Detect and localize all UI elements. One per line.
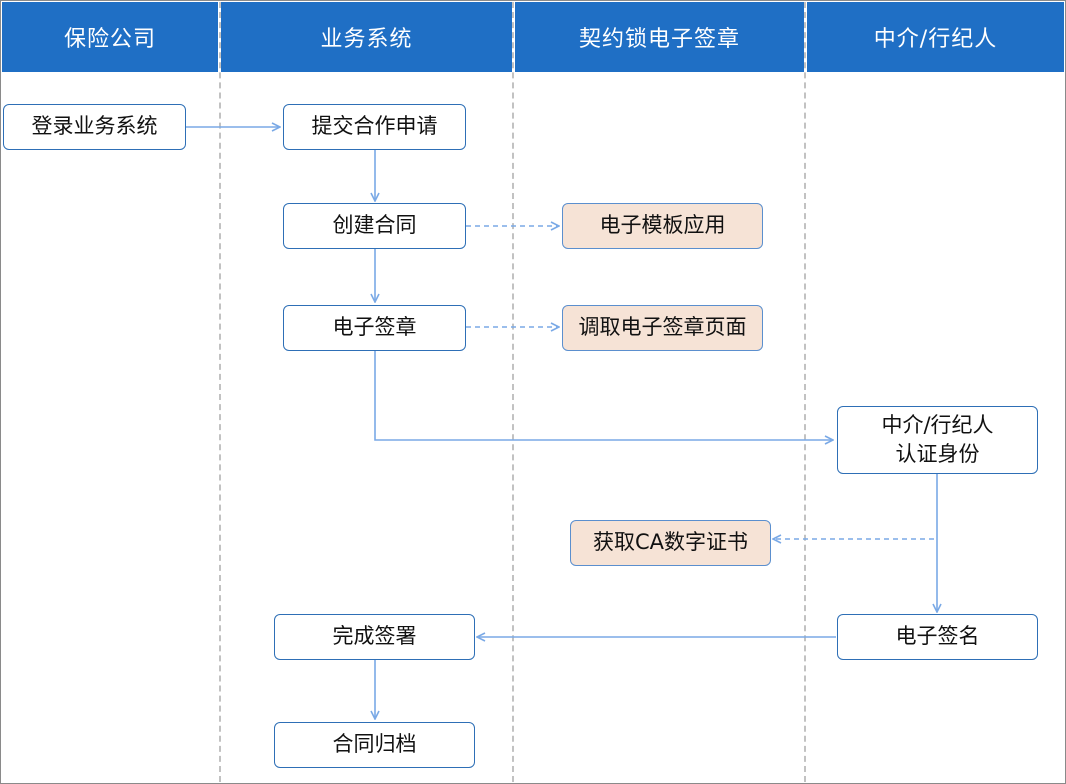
node-e-seal: 电子签章 [283, 305, 466, 351]
node-e-sign: 电子签名 [837, 614, 1038, 660]
lane-separator [219, 2, 221, 782]
lane-separator [512, 2, 514, 782]
node-template-apply: 电子模板应用 [562, 203, 763, 249]
lane-header-insurance: 保险公司 [2, 2, 218, 72]
node-seal-page: 调取电子签章页面 [562, 305, 763, 351]
arrow-seal-to-verify [374, 351, 833, 440]
node-submit-application: 提交合作申请 [283, 104, 466, 150]
lane-header-business: 业务系统 [221, 2, 512, 72]
node-archive: 合同归档 [274, 722, 475, 768]
node-get-ca-cert: 获取CA数字证书 [570, 520, 771, 566]
node-create-contract: 创建合同 [283, 203, 466, 249]
lane-header-qys: 契约锁电子签章 [515, 2, 804, 72]
node-login: 登录业务系统 [3, 104, 186, 150]
node-verify-identity: 中介/行纪人 认证身份 [837, 406, 1038, 474]
lane-separator [804, 2, 806, 782]
lane-header-agent: 中介/行纪人 [807, 2, 1064, 72]
node-finish-sign: 完成签署 [274, 614, 475, 660]
